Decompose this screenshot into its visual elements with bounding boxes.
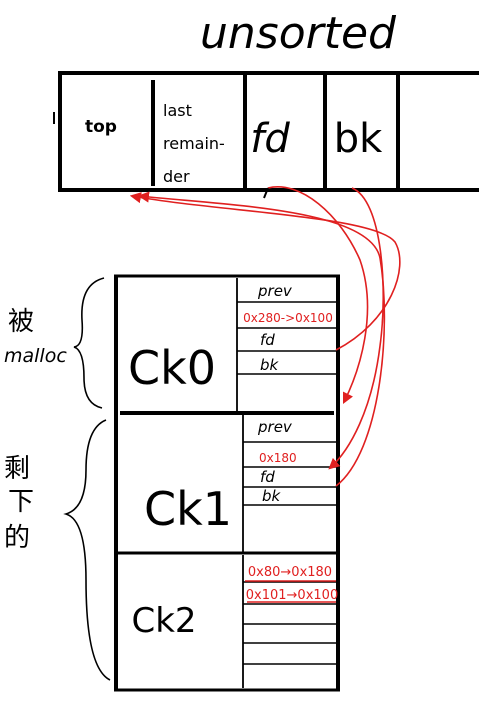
chunks-frame [114,274,340,692]
chunk-name-ck1: Ck1 [144,482,232,536]
side-label-malloc: malloc [4,345,67,367]
pointer-arrows [129,186,401,487]
ck0-bk-field: bk [260,356,280,374]
arrow-ck1-bk-to-top [137,191,386,487]
ck0-size-field: 0x280->0x100 [243,311,333,325]
chunk-name-ck2: Ck2 [131,601,196,641]
brace-remaining [63,419,111,681]
arrow-bin-bk-to-ck1 [328,187,384,470]
bin-cell-bk: bk [334,116,383,162]
side-label-xia: 下 [8,487,34,517]
bin-cell-last-remainder-line1: last [163,101,192,120]
ck1-bk-field: bk [262,487,282,505]
ck1-size-field: 0x180 [259,451,297,465]
brace-malloc [73,277,105,409]
title: unsorted [200,8,397,59]
bin-cell-last-remainder-line3: der [163,167,190,186]
arrow-small-black-tick [263,187,269,199]
bin-cell-last-remainder-line2: remain- [163,134,225,153]
ck1-fd-field: fd [260,468,275,486]
chunk-name-ck0: Ck0 [128,341,216,395]
arrow-ck0-fd-to-top [129,192,401,351]
bin-cell-fd: fd [250,116,290,162]
side-label-bei: 被 [8,307,34,337]
ck2-next-field: 0x101→0x100 [246,588,338,603]
unsorted-bin-row [53,71,479,192]
ck0-fd-field: fd [260,331,275,349]
arrow-bin-fd-to-ck0 [267,186,369,405]
side-label-de: 的 [4,523,30,553]
bin-cell-top: top [85,117,117,137]
ck2-size-field: 0x80→0x180 [248,565,332,580]
ck0-prev-field: prev [257,282,293,300]
side-label-sheng: 剩 [4,454,30,484]
ck1-prev-field: prev [257,418,293,436]
